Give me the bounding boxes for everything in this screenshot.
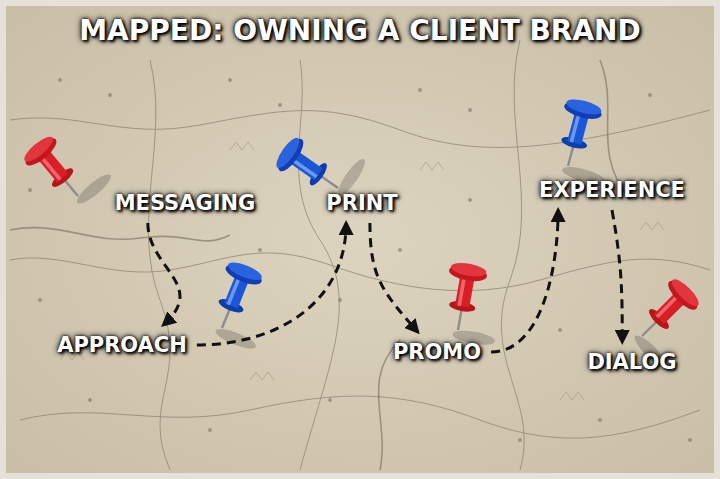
map-label: DIALOG	[583, 348, 680, 376]
map-label: PRINT	[322, 189, 401, 217]
dashed-route	[197, 223, 346, 345]
title: MAPPED: OWNING A CLIENT BRAND	[0, 14, 720, 47]
map-label: APPROACH	[53, 331, 191, 359]
label-text: EXPERIENCE	[539, 178, 685, 202]
dashed-route	[491, 210, 558, 352]
label-text: DIALOG	[587, 350, 676, 374]
label-text: MESSAGING	[115, 191, 256, 215]
map-label: MESSAGING	[111, 189, 260, 217]
label-text: PROMO	[393, 340, 481, 364]
dashed-route	[370, 223, 418, 332]
dashed-route	[148, 223, 180, 325]
dashed-route	[612, 210, 622, 342]
label-text: APPROACH	[57, 333, 187, 357]
map-label: EXPERIENCE	[535, 176, 689, 204]
map-label: PROMO	[389, 338, 485, 366]
label-text: PRINT	[326, 191, 397, 215]
